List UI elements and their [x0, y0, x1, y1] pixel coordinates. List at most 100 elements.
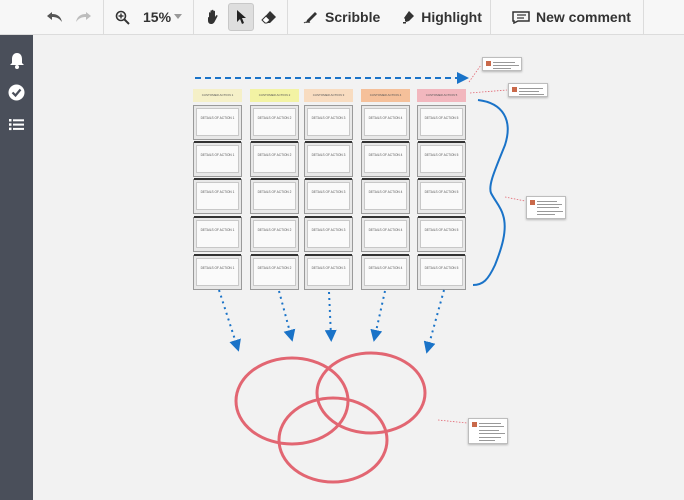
card-divider — [251, 216, 298, 218]
comment-note[interactable] — [526, 196, 566, 219]
action-card[interactable]: DETAILS OF ACTION 2 — [250, 141, 299, 177]
hand-icon — [207, 9, 218, 24]
venn-circle-left[interactable] — [234, 356, 350, 446]
tools-group — [201, 0, 281, 34]
card-divider — [251, 141, 298, 143]
comment-icon — [512, 10, 530, 24]
action-card-text: DETAILS OF ACTION 1 — [196, 182, 239, 210]
card-divider — [418, 178, 465, 180]
new-comment-button[interactable]: New comment — [512, 3, 631, 31]
card-divider — [362, 216, 409, 218]
dotted-arrow-scribble[interactable] — [370, 290, 386, 342]
action-card[interactable]: DETAILS OF ACTION 5 — [417, 254, 466, 290]
action-card[interactable]: DETAILS OF ACTION 3 — [304, 105, 353, 140]
action-card-text: DETAILS OF ACTION 5 — [420, 182, 463, 210]
annotate-group: Scribble Highlight — [303, 0, 482, 34]
action-card[interactable]: DETAILS OF ACTION 1 — [193, 141, 242, 177]
notifications-button[interactable] — [7, 51, 26, 70]
action-card-text: DETAILS OF ACTION 3 — [307, 220, 350, 248]
card-divider — [418, 254, 465, 256]
action-card[interactable]: DETAILS OF ACTION 2 — [250, 105, 299, 140]
comment-note[interactable] — [468, 418, 508, 444]
comment-note[interactable] — [482, 57, 522, 71]
comment-connector — [437, 419, 468, 424]
drawing-layer — [195, 64, 526, 484]
column-header[interactable]: CUSTOMER ACTION 4 — [361, 89, 410, 102]
comment-connector — [469, 89, 508, 94]
action-card[interactable]: DETAILS OF ACTION 1 — [193, 105, 242, 140]
eraser-icon — [261, 11, 276, 24]
action-card[interactable]: DETAILS OF ACTION 1 — [193, 178, 242, 214]
undo-icon — [47, 12, 62, 22]
check-circle-icon — [8, 84, 25, 101]
zoom-in-button[interactable] — [112, 3, 132, 31]
dotted-arrow-scribble[interactable] — [278, 290, 296, 342]
pointer-tool-button[interactable] — [228, 3, 254, 31]
card-divider — [305, 254, 352, 256]
action-card[interactable]: DETAILS OF ACTION 2 — [250, 178, 299, 214]
action-card[interactable]: DETAILS OF ACTION 4 — [361, 254, 410, 290]
action-card-text: DETAILS OF ACTION 3 — [307, 182, 350, 210]
history-group — [44, 0, 94, 34]
action-card[interactable]: DETAILS OF ACTION 4 — [361, 105, 410, 140]
action-card-text: DETAILS OF ACTION 2 — [253, 258, 296, 286]
marker-icon — [403, 11, 415, 24]
pencil-icon — [303, 12, 317, 24]
action-card[interactable]: DETAILS OF ACTION 4 — [361, 216, 410, 252]
column-header[interactable]: CUSTOMER ACTION 1 — [193, 89, 242, 102]
hand-tool-button[interactable] — [201, 3, 225, 31]
action-card[interactable]: DETAILS OF ACTION 5 — [417, 105, 466, 140]
comment-connector — [468, 64, 482, 83]
column-header[interactable]: CUSTOMER ACTION 2 — [250, 89, 299, 102]
action-card[interactable]: DETAILS OF ACTION 4 — [361, 178, 410, 214]
pointer-icon — [237, 10, 246, 24]
zoom-dropdown[interactable]: 15% — [143, 3, 183, 31]
scribble-button[interactable]: Scribble — [303, 3, 380, 31]
dotted-arrow-scribble[interactable] — [423, 289, 445, 354]
venn-circle-right[interactable] — [315, 351, 427, 435]
action-card[interactable]: DETAILS OF ACTION 3 — [304, 178, 353, 214]
whiteboard-canvas[interactable]: CUSTOMER ACTION 1 CUSTOMER ACTION 2 CUST… — [33, 35, 684, 500]
tasks-button[interactable] — [7, 83, 26, 102]
action-card[interactable]: DETAILS OF ACTION 3 — [304, 216, 353, 252]
redo-button[interactable] — [72, 3, 94, 31]
comment-note[interactable] — [508, 83, 548, 97]
card-divider — [194, 216, 241, 218]
action-card[interactable]: DETAILS OF ACTION 5 — [417, 216, 466, 252]
card-divider — [251, 254, 298, 256]
action-card-text: DETAILS OF ACTION 3 — [307, 258, 350, 286]
comment-group: New comment — [512, 0, 631, 34]
column-header[interactable]: CUSTOMER ACTION 3 — [304, 89, 353, 102]
action-card[interactable]: DETAILS OF ACTION 2 — [250, 216, 299, 252]
column-header[interactable]: CUSTOMER ACTION 5 — [417, 89, 466, 102]
action-card[interactable]: DETAILS OF ACTION 3 — [304, 254, 353, 290]
undo-button[interactable] — [44, 3, 66, 31]
action-card-text: DETAILS OF ACTION 5 — [420, 220, 463, 248]
action-card[interactable]: DETAILS OF ACTION 1 — [193, 254, 242, 290]
highlight-button[interactable]: Highlight — [402, 3, 482, 31]
chevron-down-icon — [174, 14, 183, 19]
highlight-label: Highlight — [421, 9, 482, 25]
list-button[interactable] — [7, 115, 26, 134]
action-card[interactable]: DETAILS OF ACTION 4 — [361, 141, 410, 177]
new-comment-label: New comment — [536, 9, 631, 25]
venn-circle-bottom[interactable] — [277, 396, 389, 484]
action-card-text: DETAILS OF ACTION 1 — [196, 220, 239, 248]
toolbar: 15% Scribble Highlight New comment — [0, 0, 684, 35]
action-card[interactable]: DETAILS OF ACTION 5 — [417, 141, 466, 177]
comment-connector — [504, 196, 526, 202]
action-card[interactable]: DETAILS OF ACTION 1 — [193, 216, 242, 252]
action-card[interactable]: DETAILS OF ACTION 2 — [250, 254, 299, 290]
dotted-arrow-scribble[interactable] — [324, 291, 337, 342]
action-card[interactable]: DETAILS OF ACTION 5 — [417, 178, 466, 214]
action-card-text: DETAILS OF ACTION 4 — [364, 220, 407, 248]
action-card-text: DETAILS OF ACTION 5 — [420, 258, 463, 286]
zoom-group: 15% — [112, 0, 183, 34]
eraser-tool-button[interactable] — [257, 3, 281, 31]
card-divider — [362, 254, 409, 256]
card-divider — [194, 254, 241, 256]
curly-brace-scribble[interactable] — [472, 99, 509, 286]
action-card-text: DETAILS OF ACTION 2 — [253, 108, 296, 136]
action-card[interactable]: DETAILS OF ACTION 3 — [304, 141, 353, 177]
dotted-arrow-scribble[interactable] — [218, 289, 241, 352]
